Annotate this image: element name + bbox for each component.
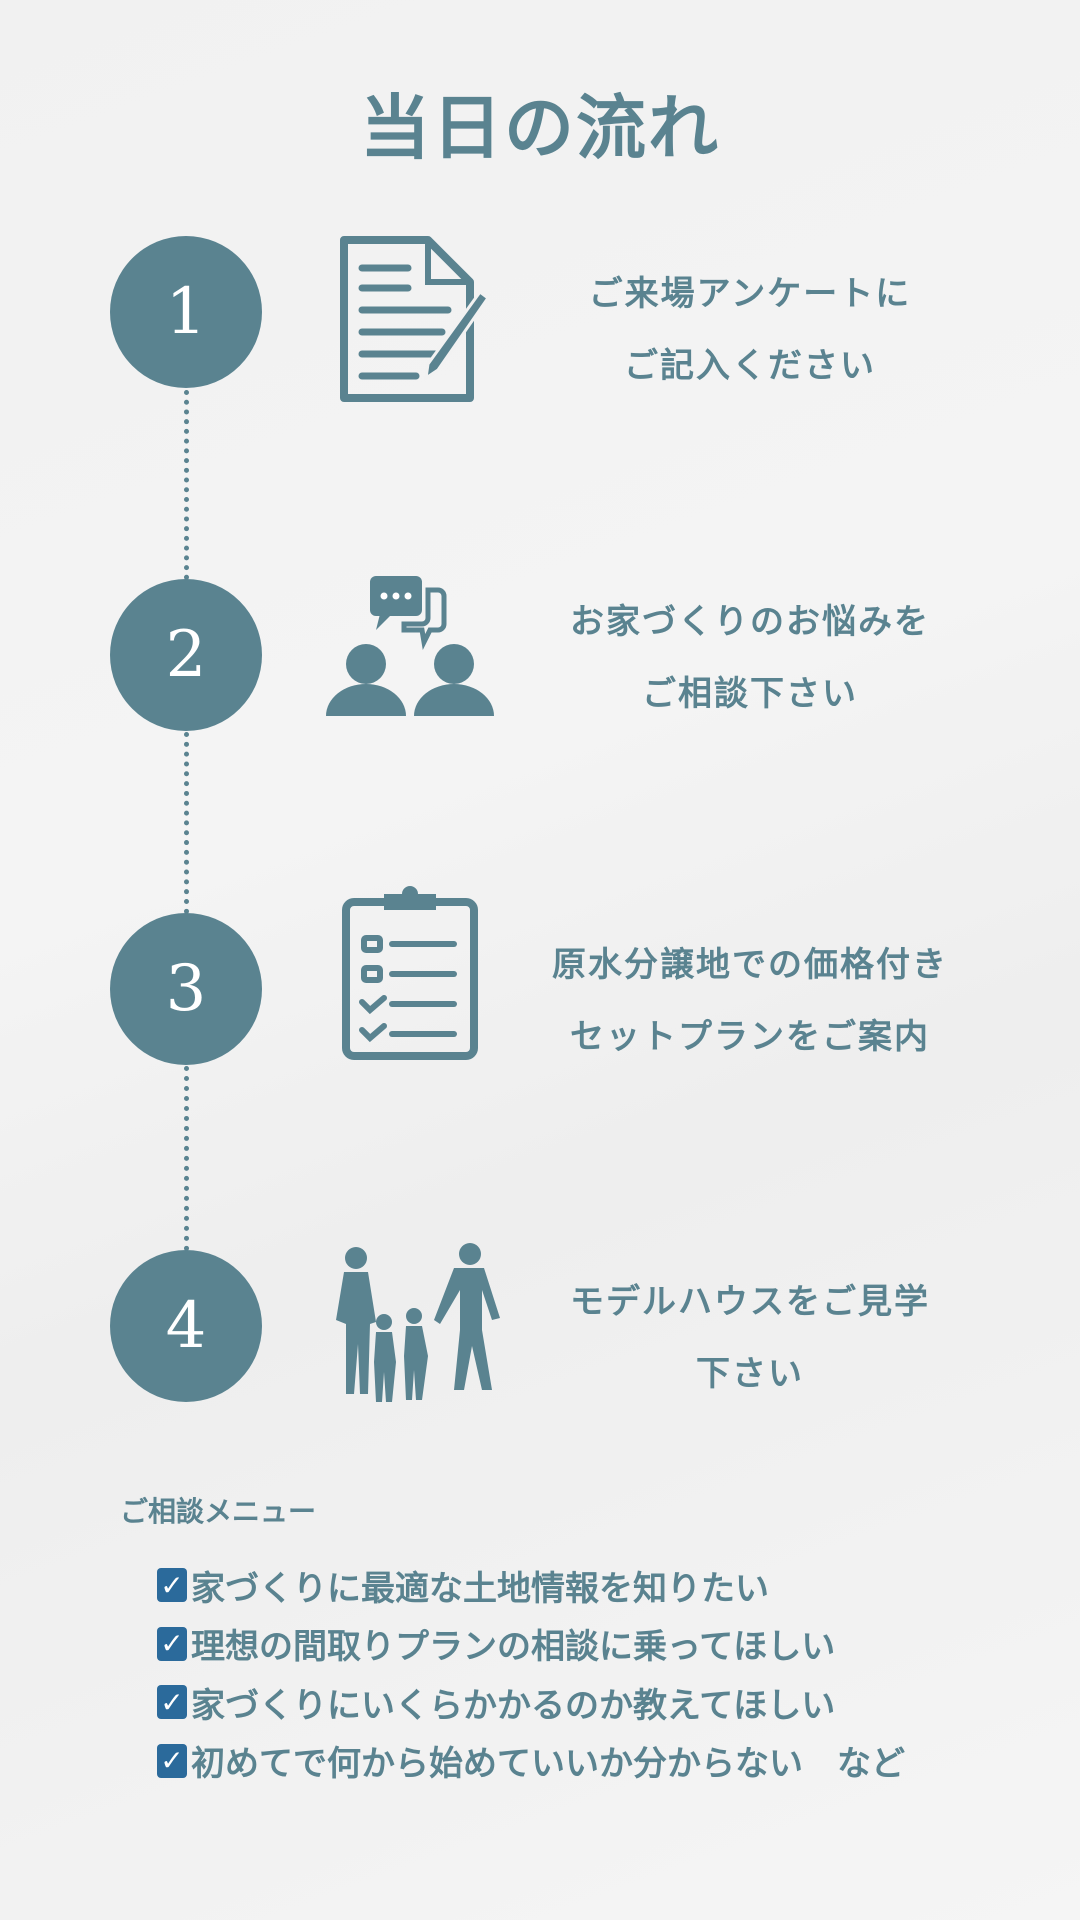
family-walking-icon [336, 1243, 500, 1402]
step-2-line-2: ご相談下さい [642, 674, 858, 714]
step-1-text: ご来場アンケートに ご記入ください [520, 258, 980, 402]
timeline-connector [184, 390, 189, 580]
step-3-line-2: セットプランをご案内 [570, 1017, 930, 1057]
clipboard-checklist-icon [342, 886, 478, 1060]
menu-item: ✓ 家づくりに最適な土地情報を知りたい [157, 1556, 905, 1615]
step-2-text: お家づくりのお悩みを ご相談下さい [520, 586, 980, 730]
menu-item-label: 初めてで何から始めていいか分からない など [191, 1744, 905, 1785]
step-4-line-2: 下さい [696, 1354, 804, 1394]
menu-item: ✓ 家づくりにいくらかかるのか教えてほしい [157, 1673, 905, 1732]
step-4-line-1: モデルハウスをご見学 [570, 1282, 930, 1322]
step-2-line-1: お家づくりのお悩みを [570, 602, 930, 642]
step-3-line-1: 原水分譲地での価格付き [552, 945, 948, 985]
checkbox-checked-icon: ✓ [157, 1568, 187, 1603]
menu-item-label: 家づくりにいくらかかるのか教えてほしい [191, 1685, 836, 1726]
checkbox-checked-icon: ✓ [157, 1743, 187, 1778]
checkbox-checked-icon: ✓ [157, 1685, 187, 1720]
step-1-line-2: ご記入ください [624, 346, 876, 386]
menu-item-label: 理想の間取りプランの相談に乗ってほしい [191, 1627, 836, 1668]
timeline-connector [184, 732, 189, 914]
menu-item: ✓ 理想の間取りプランの相談に乗ってほしい [157, 1615, 905, 1674]
consultation-menu-title: ご相談メニュー [120, 1495, 317, 1528]
document-pencil-icon [340, 236, 491, 402]
step-number-1: 1 [110, 236, 262, 388]
page-title: 当日の流れ [360, 87, 720, 169]
menu-item: ✓ 初めてで何から始めていいか分からない など [157, 1732, 905, 1791]
consultation-people-icon [326, 576, 494, 716]
menu-item-label: 家づくりに最適な土地情報を知りたい [191, 1568, 769, 1609]
step-number-2: 2 [110, 579, 262, 731]
consultation-menu-list: ✓ 家づくりに最適な土地情報を知りたい ✓ 理想の間取りプランの相談に乗ってほし… [157, 1556, 905, 1790]
step-number-4: 4 [110, 1250, 262, 1402]
step-4-text: モデルハウスをご見学 下さい [520, 1266, 980, 1410]
step-1-line-1: ご来場アンケートに [588, 274, 912, 314]
checkbox-checked-icon: ✓ [157, 1626, 187, 1661]
timeline-connector [184, 1066, 189, 1251]
step-number-3: 3 [110, 913, 262, 1065]
step-3-text: 原水分譲地での価格付き セットプランをご案内 [520, 929, 980, 1073]
